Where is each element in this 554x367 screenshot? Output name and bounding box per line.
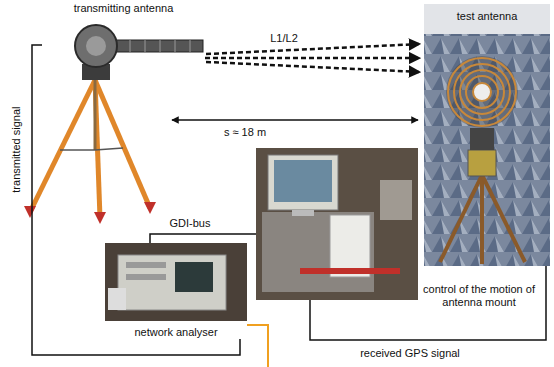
transmitting-antenna-photo bbox=[24, 25, 203, 224]
test-antenna-photo bbox=[454, 64, 510, 120]
test-antenna-photo bbox=[424, 4, 550, 266]
network-analyser-photo bbox=[175, 262, 213, 292]
transmitting-antenna-photo bbox=[95, 80, 150, 208]
gdi-bus-wire bbox=[150, 234, 256, 243]
computer-photo bbox=[300, 268, 400, 274]
test-antenna-photo bbox=[470, 128, 494, 150]
transmitting-antenna-photo bbox=[94, 212, 106, 224]
computer-photo bbox=[262, 212, 374, 292]
gps-signal-cable bbox=[247, 325, 268, 367]
signal-label: L1/L2 bbox=[236, 32, 332, 45]
signal-label: transmitted signal bbox=[10, 102, 23, 198]
transmitting-antenna-photo bbox=[24, 206, 36, 218]
transmitting-antenna-photo bbox=[95, 148, 123, 150]
signal-ray bbox=[206, 44, 420, 54]
signal-ray bbox=[206, 62, 420, 72]
test-antenna-photo bbox=[466, 76, 498, 108]
test-antenna-photo bbox=[448, 58, 516, 126]
network-analyser-photo bbox=[105, 243, 247, 321]
network-analyser-photo bbox=[118, 255, 226, 310]
test-antenna-photo bbox=[460, 70, 504, 114]
transmitting-antenna-photo bbox=[75, 25, 117, 67]
computer-photo bbox=[274, 160, 332, 202]
test-antenna-photo bbox=[424, 4, 550, 34]
network-analyser-photo bbox=[108, 288, 126, 310]
antenna-photo: transmitting antenna bbox=[42, 2, 205, 220]
photo-caption: network analyser bbox=[132, 326, 219, 339]
network-analyser-photo bbox=[105, 243, 247, 321]
transmitting-antenna-photo bbox=[30, 80, 95, 212]
test-antenna-photo bbox=[424, 4, 550, 266]
signal-cable bbox=[32, 45, 240, 355]
computer-photo bbox=[292, 210, 314, 216]
test-antenna-photo bbox=[440, 175, 482, 262]
photo-caption: transmitting antenna bbox=[72, 2, 176, 15]
transmitting-antenna-photo bbox=[144, 202, 156, 214]
transmitting-antenna-photo bbox=[86, 36, 106, 56]
control-wire bbox=[310, 266, 546, 340]
transmitting-antenna-photo bbox=[60, 149, 95, 151]
transmitting-antenna-photo bbox=[115, 40, 190, 52]
signal-ray bbox=[206, 44, 420, 72]
annotation-label: control of the motion of antenna mount bbox=[418, 283, 540, 309]
annotation-label: s ≈ 18 m bbox=[195, 126, 295, 139]
transmitting-antenna-photo bbox=[105, 40, 203, 52]
antenna-photo: test antenna bbox=[424, 4, 550, 266]
network-analyser-photo bbox=[126, 274, 166, 280]
computer-photo bbox=[330, 215, 370, 277]
annotation-label: GDI-bus bbox=[160, 217, 220, 230]
photo-caption: test antenna bbox=[455, 10, 520, 23]
test-antenna-photo bbox=[480, 175, 484, 264]
network-analyser-photo bbox=[126, 262, 166, 268]
test-antenna-photo bbox=[482, 175, 525, 262]
test-antenna-photo bbox=[446, 56, 518, 128]
computer-photo bbox=[380, 180, 412, 220]
transmitting-antenna-photo bbox=[94, 80, 97, 150]
instrument-photo: network analyser bbox=[105, 243, 247, 339]
annotation-label: received GPS signal bbox=[340, 347, 480, 360]
radio-signal-arrow bbox=[205, 57, 420, 60]
computer-photo bbox=[256, 148, 418, 300]
test-antenna-photo bbox=[468, 150, 496, 176]
computer-photo bbox=[268, 155, 338, 210]
computer-photo bbox=[256, 148, 418, 300]
test-antenna-photo bbox=[473, 83, 491, 101]
distance-arrow bbox=[172, 119, 418, 121]
